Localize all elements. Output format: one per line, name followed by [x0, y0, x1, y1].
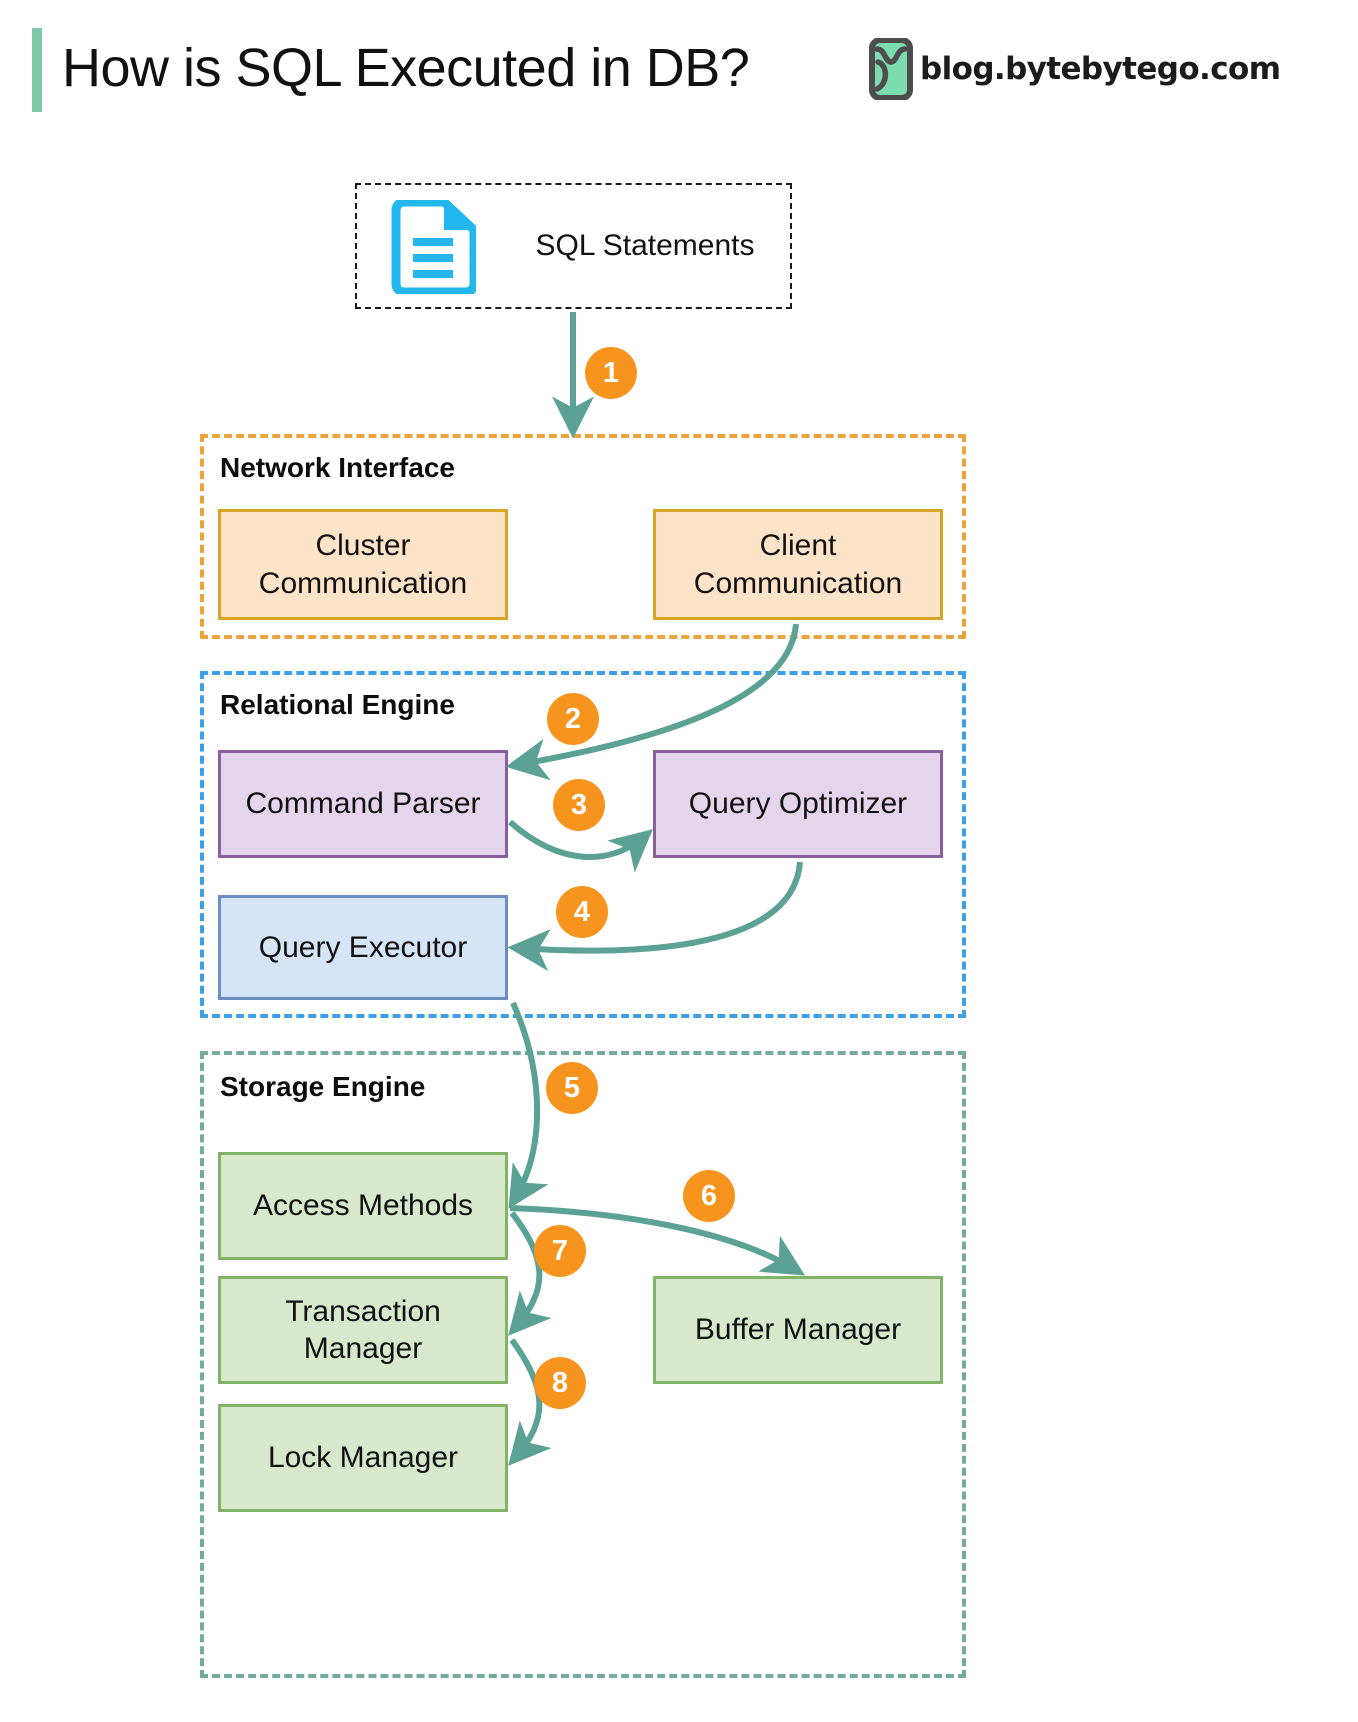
page-title: How is SQL Executed in DB? [62, 38, 750, 98]
node-label: Buffer Manager [694, 1313, 902, 1347]
sql-statements-label: SQL Statements [535, 229, 755, 262]
step-badge-8: 8 [534, 1357, 586, 1409]
node-label: Client Communication [693, 529, 903, 600]
node-buffer-manager[interactable]: Buffer Manager [653, 1276, 943, 1384]
brand-url-text: blog.bytebytego.com [920, 51, 1281, 87]
node-query-optimizer[interactable]: Query Optimizer [653, 750, 943, 858]
step-badge-7: 7 [534, 1225, 586, 1277]
step-badge-3: 3 [553, 779, 605, 831]
document-icon [388, 197, 479, 297]
node-command-parser[interactable]: Command Parser [218, 750, 508, 858]
step-badge-2: 2 [547, 693, 599, 745]
step-badge-6: 6 [683, 1170, 735, 1222]
step-badge-5: 5 [546, 1062, 598, 1114]
node-access-methods[interactable]: Access Methods [218, 1152, 508, 1260]
group-label-storage-engine: Storage Engine [220, 1071, 426, 1102]
brand-watermark: blog.bytebytego.com [868, 37, 1281, 101]
node-label: Command Parser [245, 787, 481, 821]
title-accent-bar [32, 28, 42, 112]
bytebytego-logo-icon [868, 37, 914, 101]
page-header: How is SQL Executed in DB? blog.bytebyte… [0, 0, 1358, 140]
step-badge-1: 1 [585, 347, 637, 399]
node-label: Cluster Communication [258, 529, 468, 600]
step-badge-4: 4 [556, 886, 608, 938]
node-label: Query Optimizer [688, 787, 908, 821]
node-transaction-manager[interactable]: Transaction Manager [218, 1276, 508, 1384]
node-label: Query Executor [258, 930, 468, 964]
group-storage-engine [200, 1051, 966, 1678]
node-label: Access Methods [252, 1189, 474, 1223]
group-label-relational-engine: Relational Engine [220, 689, 455, 720]
node-label: Transaction Manager [285, 1294, 441, 1366]
node-cluster-communication[interactable]: Cluster Communication [218, 509, 508, 620]
node-client-communication[interactable]: Client Communication [653, 509, 943, 620]
node-query-executor[interactable]: Query Executor [218, 895, 508, 1000]
node-lock-manager[interactable]: Lock Manager [218, 1404, 508, 1512]
node-label: Lock Manager [267, 1441, 459, 1475]
group-label-network-interface: Network Interface [220, 452, 455, 483]
